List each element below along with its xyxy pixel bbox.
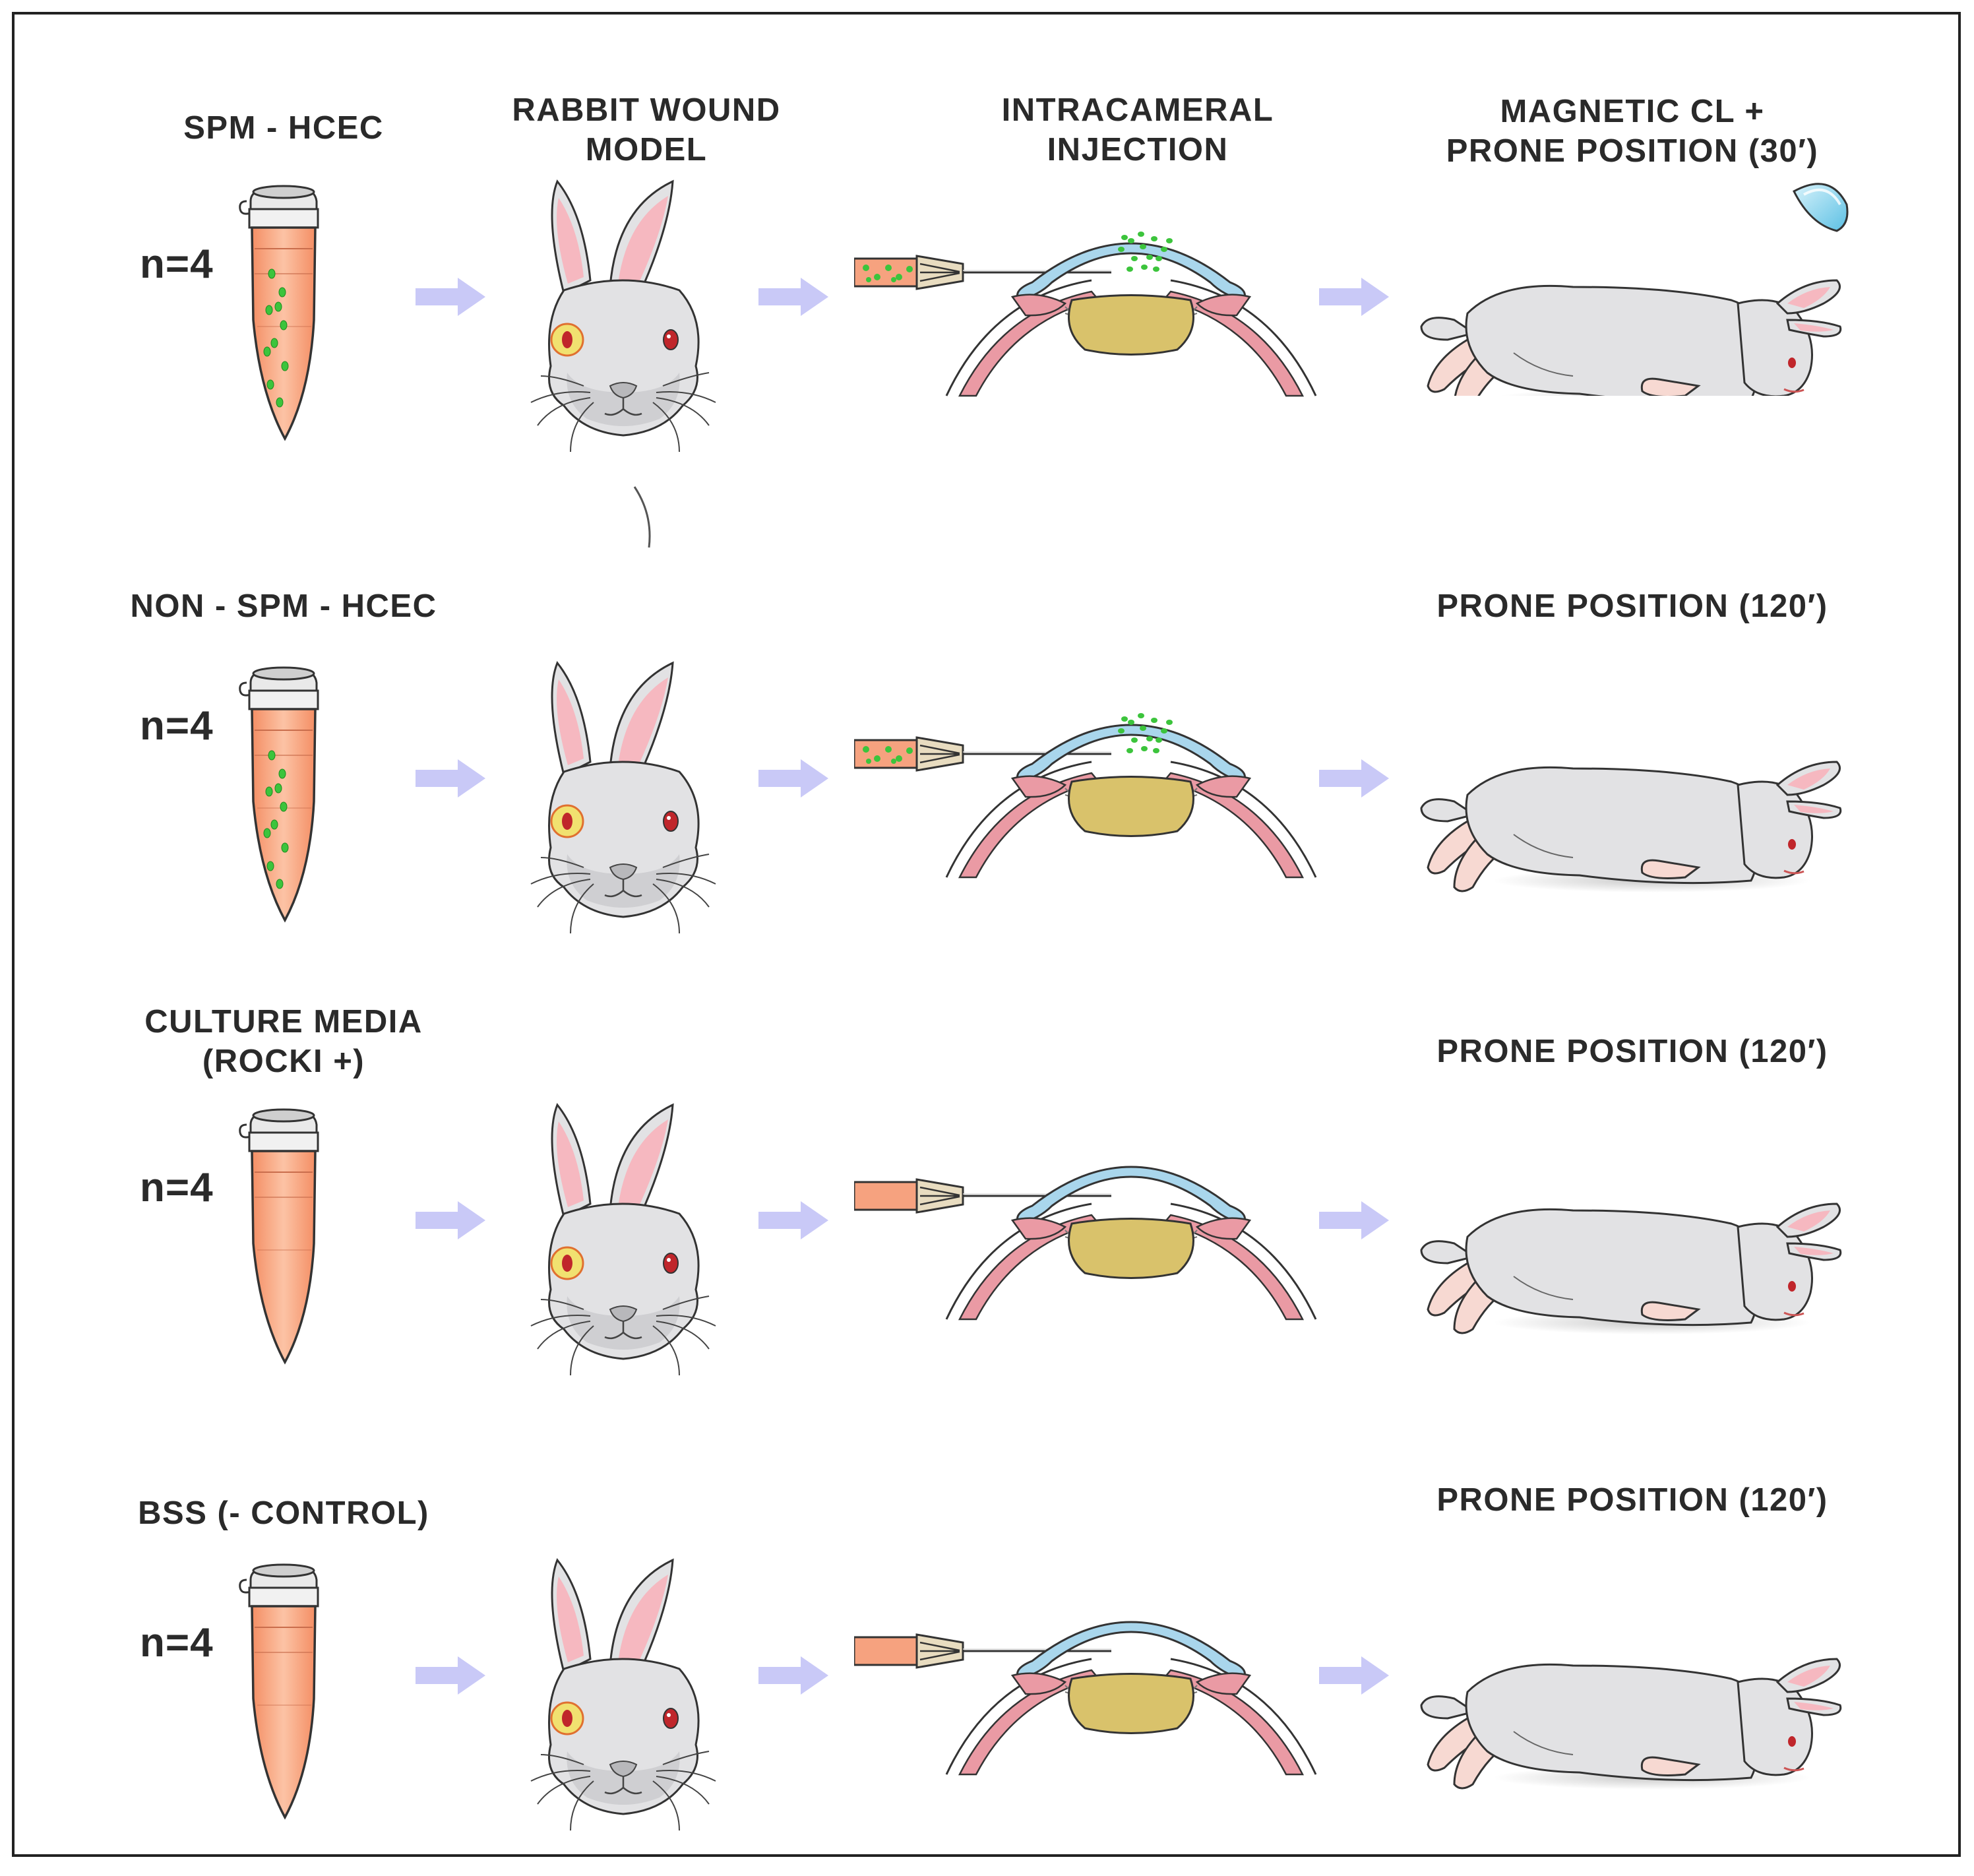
- cell-dot: [280, 320, 288, 330]
- cell-dot: [268, 750, 276, 761]
- cell-dot: [276, 397, 284, 408]
- cell-dot: [1146, 736, 1153, 741]
- rabbit-head: [530, 1103, 716, 1376]
- cell-dot: [266, 379, 274, 390]
- cell-dot: [270, 338, 278, 348]
- rabbit-head: [530, 661, 716, 934]
- cell-dot: [1161, 247, 1167, 252]
- eye-injection: [854, 1621, 1317, 1776]
- cell-dot: [274, 783, 282, 794]
- cell-dot: [1151, 718, 1157, 723]
- cell-dot: [1131, 256, 1138, 261]
- flow-arrow-icon: [758, 278, 828, 316]
- cell-dot: [1138, 232, 1144, 237]
- cell-dot: [263, 346, 271, 357]
- group-label: BSS (- CONTROL): [138, 1495, 429, 1531]
- flow-arrow-icon: [1319, 759, 1389, 797]
- cell-dot: [280, 801, 288, 812]
- sample-tube: [239, 1563, 319, 1820]
- contact-lens-icon: [1793, 183, 1849, 232]
- cell-dot: [1161, 728, 1167, 734]
- flow-arrow-icon: [416, 759, 485, 797]
- n-count-label: n=4: [140, 703, 214, 749]
- eye-injection: [854, 713, 1317, 879]
- rabbit-head: [530, 179, 716, 453]
- sample-tube: [239, 1108, 319, 1365]
- flow-arrow-icon: [758, 1201, 828, 1239]
- cell-dot: [265, 786, 273, 797]
- n-count-label: n=4: [140, 241, 214, 287]
- position-label: PRONE POSITION (120′): [1436, 1482, 1828, 1518]
- header-rabbit-wound-model: RABBIT WOUND MODEL: [512, 92, 781, 168]
- cell-dot: [268, 268, 276, 279]
- flow-arrow-icon: [1319, 278, 1389, 316]
- flow-arrow-icon: [416, 1656, 485, 1695]
- n-count-label: n=4: [140, 1620, 214, 1666]
- cell-dot: [1128, 238, 1134, 243]
- flow-arrow-icon: [1319, 1201, 1389, 1239]
- sample-tube: [239, 185, 319, 441]
- rabbit-prone-body: [1420, 761, 1842, 892]
- rabbit-prone-body: [1420, 1203, 1842, 1334]
- cell-dot: [1153, 748, 1159, 753]
- n-count-label: n=4: [140, 1165, 214, 1210]
- cell-dot: [1118, 247, 1125, 252]
- cell-dot: [1138, 713, 1144, 718]
- cell-dot: [1140, 244, 1146, 249]
- cell-dot: [1141, 265, 1148, 270]
- flow-arrow-icon: [416, 278, 485, 316]
- cell-dot: [1151, 236, 1157, 241]
- position-label: MAGNETIC CL + PRONE POSITION (30′): [1446, 94, 1819, 169]
- flow-arrow-icon: [1319, 1656, 1389, 1695]
- cell-dot: [1140, 726, 1146, 731]
- cell-dot: [1166, 238, 1173, 243]
- rabbit-head: [530, 1558, 716, 1831]
- cell-dot: [281, 361, 289, 371]
- cell-dot: [1118, 728, 1125, 734]
- cell-dot: [276, 879, 284, 889]
- rabbit-prone-body: [1420, 183, 1849, 396]
- cell-dot: [1141, 746, 1148, 751]
- eye-injection: [854, 1166, 1317, 1321]
- flow-arrow-icon: [758, 1656, 828, 1695]
- eye-injection: [854, 232, 1317, 397]
- position-label: PRONE POSITION (120′): [1436, 588, 1828, 624]
- header-intracameral-injection: INTRACAMERAL INJECTION: [1001, 92, 1274, 168]
- cell-dot: [278, 287, 286, 297]
- rabbit-prone-body: [1420, 1658, 1842, 1790]
- cell-dot: [1121, 235, 1128, 240]
- sample-tube: [239, 666, 319, 923]
- cell-dot: [274, 301, 282, 312]
- group-label: NON - SPM - HCEC: [130, 588, 437, 624]
- cell-dot: [266, 861, 274, 871]
- cell-dot: [1121, 716, 1128, 722]
- cell-dot: [278, 768, 286, 779]
- cell-dot: [263, 828, 271, 838]
- flow-arrow-icon: [416, 1201, 485, 1239]
- cell-dot: [1126, 748, 1133, 753]
- cell-dot: [265, 305, 273, 315]
- cell-dot: [1128, 720, 1134, 725]
- cell-dot: [1156, 256, 1162, 261]
- cell-dot: [270, 819, 278, 830]
- cell-dot: [281, 842, 289, 853]
- group-label: CULTURE MEDIA (ROCKI +): [144, 1004, 423, 1079]
- cell-dot: [1166, 720, 1173, 725]
- cell-dot: [1156, 737, 1162, 743]
- flow-arrow-icon: [758, 759, 828, 797]
- cell-dot: [1131, 737, 1138, 743]
- group-label: SPM - HCEC: [183, 110, 384, 146]
- cell-dot: [1146, 255, 1153, 260]
- position-label: PRONE POSITION (120′): [1436, 1034, 1828, 1069]
- cell-dot: [1153, 266, 1159, 272]
- stray-line: [633, 486, 651, 548]
- cell-dot: [1126, 266, 1133, 272]
